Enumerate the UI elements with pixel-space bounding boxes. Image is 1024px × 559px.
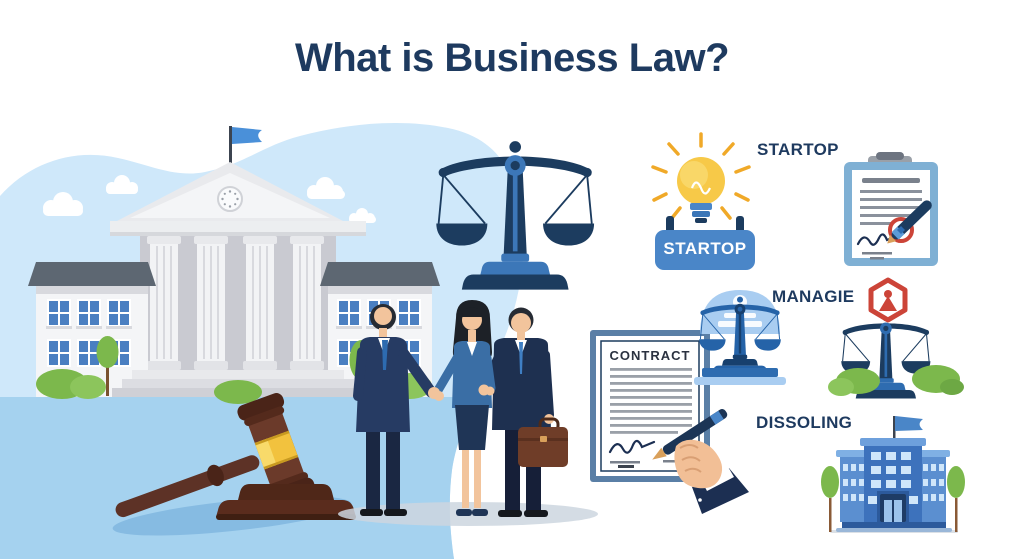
scales-with-dome-icon (694, 290, 786, 385)
lightbulb-idea-icon (651, 132, 751, 223)
clouds (43, 175, 376, 223)
hand-signing-pen-icon (652, 409, 749, 514)
signed-document-pen-seal-icon (844, 152, 938, 266)
columns (147, 236, 324, 370)
clock-icon (217, 186, 243, 212)
briefcase-icon (518, 417, 568, 467)
startup-sign-text: STARTOP (663, 239, 747, 258)
contract-heading: CONTRACT (609, 348, 691, 363)
businessman-left (353, 304, 437, 516)
office-building-icon (821, 416, 965, 533)
label-dissolve: DISSOLING (756, 413, 853, 432)
business-handshake-illustration (338, 300, 598, 526)
startup-sign (655, 216, 755, 270)
flag-pole (229, 126, 232, 164)
flag-icon (232, 127, 262, 144)
businessman-right (479, 307, 568, 517)
handshake-hands (428, 384, 495, 401)
tree-icon (821, 466, 965, 532)
businesswoman-center (432, 300, 496, 516)
page-title: What is Business Law? (294, 36, 730, 80)
gavel-icon (112, 393, 356, 536)
bushes (828, 365, 964, 396)
label-startup: STARTOP (757, 140, 839, 159)
label-manage: MANAGIE (772, 287, 855, 306)
scales-with-person-hexagon-icon (828, 277, 964, 399)
